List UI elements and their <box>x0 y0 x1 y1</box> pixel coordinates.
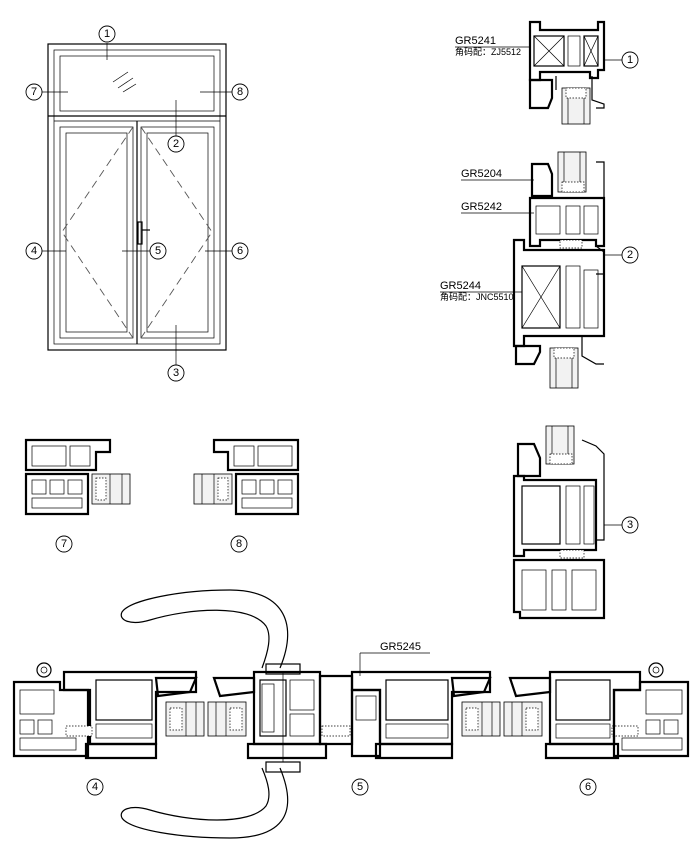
callout-section-2: 2 <box>621 246 639 264</box>
callout-elev-7: 7 <box>25 83 43 101</box>
svg-text:2: 2 <box>173 138 179 150</box>
callout-elev-2: 2 <box>167 135 185 153</box>
svg-text:1: 1 <box>104 28 110 40</box>
callout-section-4: 4 <box>86 778 104 796</box>
svg-text:5: 5 <box>155 245 161 257</box>
svg-text:6: 6 <box>585 781 591 793</box>
callout-elev-3: 3 <box>167 364 185 382</box>
label-gr5245: GR5245 <box>380 641 421 653</box>
callout-elev-5: 5 <box>149 242 167 260</box>
section-7-profile <box>24 438 131 516</box>
callout-elev-4: 4 <box>25 242 43 260</box>
svg-text:8: 8 <box>237 86 243 98</box>
section-4-profile <box>12 662 205 760</box>
section-1-profile <box>528 20 622 125</box>
svg-text:7: 7 <box>61 538 67 550</box>
section-6-profile <box>503 662 690 760</box>
svg-text:6: 6 <box>237 245 243 257</box>
callout-section-6: 6 <box>579 778 597 796</box>
svg-text:8: 8 <box>236 538 242 550</box>
section-8-profile <box>193 438 300 516</box>
section-2-profile <box>512 151 622 389</box>
svg-text:1: 1 <box>627 54 633 66</box>
svg-text:2: 2 <box>627 249 633 261</box>
note-jnc5510: 角码配：JNC5510 <box>440 291 514 302</box>
svg-text:5: 5 <box>357 781 363 793</box>
note-zj5512: 角码配：ZJ5512 <box>455 46 521 57</box>
svg-text:3: 3 <box>173 367 179 379</box>
svg-text:7: 7 <box>31 86 37 98</box>
svg-text:4: 4 <box>31 245 37 257</box>
callout-elev-6: 6 <box>231 242 249 260</box>
callout-elev-1: 1 <box>98 25 116 43</box>
svg-text:4: 4 <box>92 781 98 793</box>
label-gr5244: GR5244 <box>440 280 481 292</box>
label-gr5242: GR5242 <box>461 201 502 213</box>
label-gr5204: GR5204 <box>461 168 502 180</box>
callout-section-5: 5 <box>351 778 369 796</box>
svg-text:3: 3 <box>627 519 633 531</box>
lever-handle <box>120 589 289 839</box>
callout-section-3: 3 <box>621 516 639 534</box>
door-elevation <box>42 43 232 365</box>
callout-section-7: 7 <box>55 535 73 553</box>
section-5-profile <box>207 662 501 773</box>
callout-section-8: 8 <box>230 535 248 553</box>
callout-section-1: 1 <box>621 51 639 69</box>
section-3-profile <box>512 425 622 620</box>
label-gr5241: GR5241 <box>455 35 496 47</box>
callout-elev-8: 8 <box>231 83 249 101</box>
